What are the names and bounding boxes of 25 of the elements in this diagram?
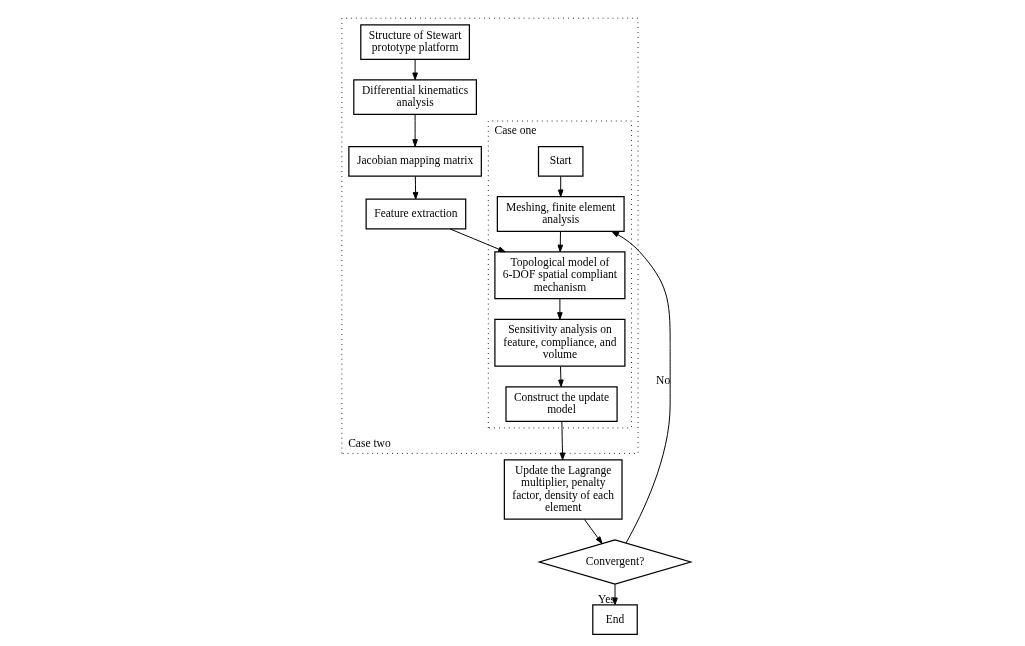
arrow [449, 228, 506, 253]
arrow [557, 175, 563, 197]
node-box: Differential kinematics analysis [352, 79, 477, 116]
arrow [559, 420, 565, 461]
node-box: Meshing, finite element analysis [496, 196, 625, 232]
arrow [557, 230, 563, 253]
arrow [557, 365, 564, 388]
node-box: Feature extraction [365, 198, 466, 230]
node-box: Structure of Stewart prototype platform [359, 24, 470, 60]
edge-label: No [655, 373, 670, 386]
arrow [583, 519, 602, 544]
arrow [411, 114, 418, 147]
node-box: Construct the update model [504, 386, 618, 422]
node-box: Topological model of 6-DOF spatial compliant mechanism [493, 251, 625, 300]
node-box: Sensitivity analysis on feature, compliance, and volume [493, 318, 625, 367]
arrow [411, 59, 418, 81]
node-box: End [591, 604, 638, 635]
node-box: Update the Lagrange multiplier, penalty factor, density of each element [503, 459, 623, 520]
node-box: Start [537, 145, 584, 177]
arrow [611, 230, 671, 544]
node-diamond: Convergent? [536, 539, 693, 585]
arrow [556, 298, 563, 320]
arrow [412, 175, 418, 200]
edge-label: Yes [597, 593, 615, 606]
node-box: Jacobian mapping matrix [347, 145, 482, 177]
